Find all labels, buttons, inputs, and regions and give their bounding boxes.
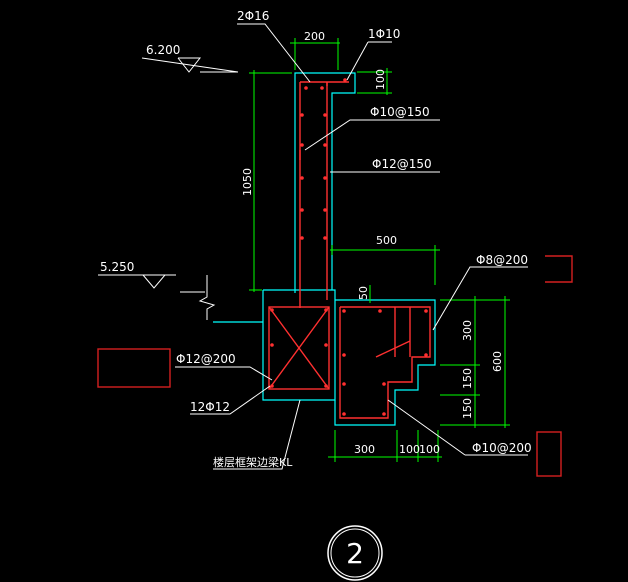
label-top-rebar: 2Φ16 <box>237 9 269 23</box>
label-dim-600: 600 <box>491 351 504 372</box>
leader-lines <box>98 23 528 470</box>
section-number-marker: 2 <box>327 525 383 581</box>
label-dim-500: 500 <box>376 234 397 247</box>
label-height-dim: 1050 <box>241 168 254 196</box>
label-phi8-200: Φ8@200 <box>476 253 528 267</box>
label-dim-300-horizontal: 300 <box>354 443 375 456</box>
label-top-width-dim: 200 <box>304 30 325 43</box>
label-dim-100-b: 100 <box>419 443 440 456</box>
label-dim-100-a: 100 <box>399 443 420 456</box>
section-number: 2 <box>346 537 364 570</box>
label-lip-height-dim: 100 <box>374 69 387 90</box>
label-phi10-200: Φ10@200 <box>472 441 532 455</box>
label-phi10-150: Φ10@150 <box>370 105 430 119</box>
label-12phi12: 12Φ12 <box>190 400 230 414</box>
text-labels: 2Φ16 200 1Φ10 6.200 100 Φ10@150 1050 Φ12… <box>100 9 532 469</box>
label-dim-150-b: 150 <box>461 398 474 419</box>
concrete-outline <box>213 72 436 426</box>
dimension-lines <box>249 38 510 462</box>
callout-boxes <box>97 255 573 477</box>
label-elevation-mid: 5.250 <box>100 260 134 274</box>
label-dim-300-vertical: 300 <box>461 320 474 341</box>
rebar-dots <box>270 78 428 416</box>
label-elevation-top: 6.200 <box>146 43 180 57</box>
label-dim-150-a: 150 <box>461 368 474 389</box>
rebar-lines <box>268 81 431 419</box>
label-phi12-150: Φ12@150 <box>372 157 432 171</box>
label-dim-50: 50 <box>357 286 370 300</box>
label-top-right-rebar: 1Φ10 <box>368 27 400 41</box>
label-beam: 楼层框架边梁KL <box>213 455 293 469</box>
label-phi12-200: Φ12@200 <box>176 352 236 366</box>
